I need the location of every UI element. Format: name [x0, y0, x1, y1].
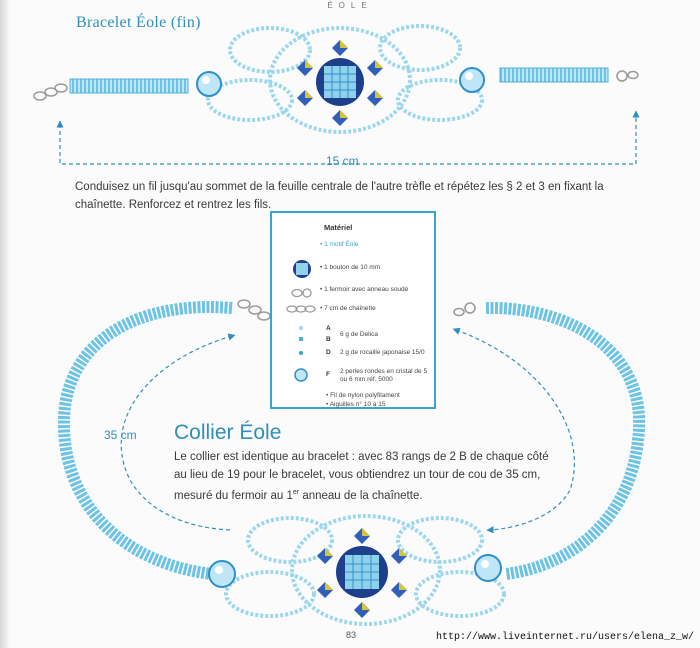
necklace-illustration	[57, 299, 646, 626]
necklace-left-chain	[237, 299, 271, 321]
chain-icon	[286, 305, 316, 313]
materiel-letter-b: B	[326, 336, 331, 343]
materiel-rocaille: 2 g de rocaille japonaise 15/0	[340, 349, 425, 356]
instructions-paragraph: Conduisez un fil jusqu'au sommet de la f…	[75, 181, 604, 211]
materiel-fil: • Fil de nylon polyfilament	[326, 392, 400, 399]
necklace-bead-loops	[224, 514, 506, 626]
collier-paragraph-sup: er	[292, 489, 300, 496]
running-header: ÉOLE	[327, 1, 373, 10]
necklace-left-band	[57, 301, 233, 580]
materiel-motif: • 1 motif Éole	[320, 241, 359, 248]
bracelet-right-crystal	[459, 67, 485, 93]
bracelet-illustration	[33, 24, 640, 165]
materiel-fermoir: • 1 fermoir avec anneau soudé	[320, 286, 409, 293]
rocaille-icon	[299, 351, 303, 355]
bracelet-bicone-beads	[297, 40, 383, 126]
materiel-letter-a: A	[326, 325, 331, 332]
delica-b-icon	[299, 337, 303, 341]
bracelet-measure-label: 15 cm	[326, 154, 359, 168]
materiel-title: Matériel	[324, 223, 353, 232]
necklace-right-band	[485, 301, 646, 580]
bracelet-measure-line	[56, 110, 640, 165]
bracelet-left-crystal	[196, 71, 222, 97]
collier-paragraph-text: Le collier est identique au bracelet : a…	[174, 451, 549, 502]
bracelet-left-chain	[33, 83, 68, 101]
materiel-perles: 2 perles rondes en cristal de 5 ou 6 mm …	[340, 368, 428, 383]
clasp-icon	[291, 288, 312, 298]
page-number: 83	[346, 630, 357, 640]
materiel-chainette: • 7 cm de chaînette	[320, 305, 376, 312]
watermark-url: http://www.liveinternet.ru/users/elena_z…	[436, 632, 695, 643]
materiel-delica: 6 g de Delica	[340, 331, 378, 338]
bracelet-left-band	[69, 78, 189, 94]
bracelet-clasp	[616, 70, 639, 82]
necklace-left-crystal	[208, 560, 236, 588]
materiel-aiguilles: • Aiguilles n° 10 à 15	[326, 401, 386, 408]
materiel-letter-d: D	[326, 349, 331, 356]
materiel-icons	[286, 260, 316, 382]
materiel-letter-f: F	[326, 371, 330, 378]
necklace-clasp	[453, 302, 476, 317]
bracelet-right-band	[499, 67, 609, 83]
collier-paragraph-end: anneau de la chaînette.	[299, 489, 423, 502]
necklace-right-crystal	[474, 554, 502, 582]
materiel-bouton: • 1 bouton de 10 mm	[320, 264, 381, 271]
collier-title: Collier Éole	[174, 421, 282, 444]
collier-paragraph: Le collier est identique au bracelet : a…	[174, 448, 554, 505]
page-fold-shadow	[0, 0, 10, 648]
necklace-bicone-beads	[317, 528, 407, 618]
materiel-box: Matériel • 1 motif Éole • 1 bouton de 10…	[270, 211, 436, 409]
necklace-measure-label: 35 cm	[104, 428, 137, 442]
necklace-measure-line	[120, 333, 236, 531]
bracelet-title: Bracelet Éole (fin)	[76, 14, 201, 31]
crystal-bead-icon	[294, 368, 308, 382]
delica-a-icon	[299, 326, 303, 330]
